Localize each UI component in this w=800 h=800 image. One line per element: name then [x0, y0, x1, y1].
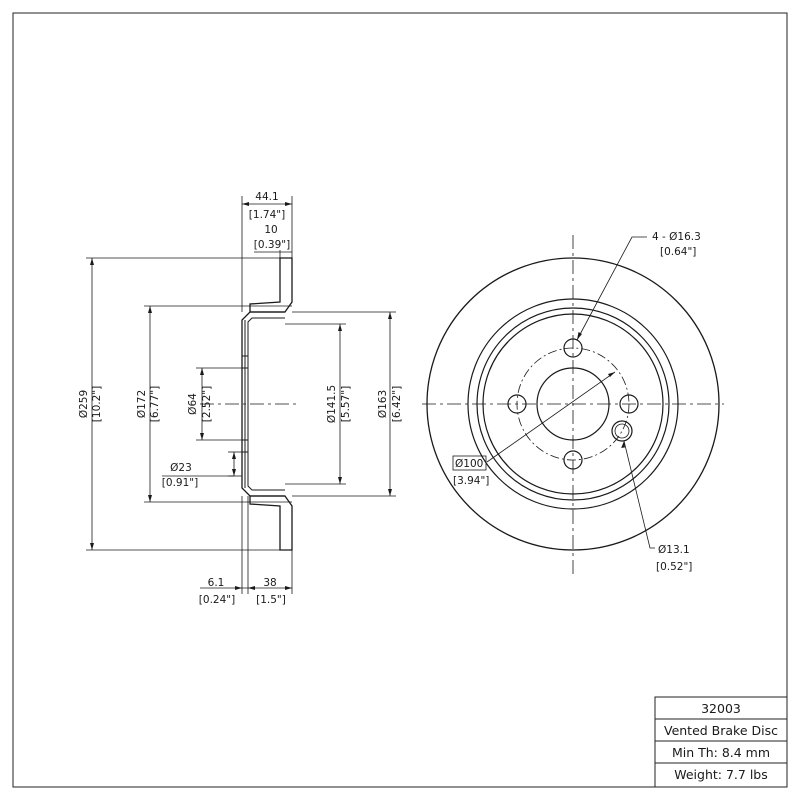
friction-ring-lower [249, 495, 293, 551]
friction-ring-upper [249, 257, 293, 313]
dim-outer-diameter: Ø259 [78, 390, 90, 418]
part-weight: Weight: 7.7 lbs [674, 767, 768, 782]
front-view-labels: 4 - Ø16.3 [0.64"] Ø100 [3.94"] Ø13.1 [0.… [453, 231, 701, 573]
part-description: Vented Brake Disc [664, 723, 778, 738]
dim-hat-wall-inch: [0.24"] [199, 594, 235, 606]
min-thickness: Min Th: 8.4 mm [672, 745, 770, 760]
dim-hat-diameter-inch: [6.77"] [149, 386, 161, 422]
dim-width-total-inch: [1.74"] [249, 209, 285, 221]
locator-hole [611, 420, 633, 442]
side-view-labels: 44.1 [1.74"] 10 [0.39"] Ø259 [10.2"] Ø17… [78, 191, 403, 606]
front-view [422, 235, 724, 578]
dim-locator-hole-inch: [0.52"] [656, 561, 692, 573]
hat-wall-inner [247, 317, 285, 491]
dim-outer-diameter-inch: [10.2"] [91, 386, 103, 422]
leader-bolt-circle [486, 371, 616, 463]
front-arrowheads [577, 332, 625, 448]
locator-hole-inner [614, 423, 630, 439]
title-block: 32003 Vented Brake Disc Min Th: 8.4 mm W… [654, 696, 788, 788]
title-block-frame [654, 696, 788, 788]
side-arrowheads [90, 202, 392, 590]
side-dimension-lines [86, 196, 396, 594]
dim-outer-hat-diameter-inch: [6.42"] [391, 386, 403, 422]
leader-locator-hole [623, 440, 655, 549]
dim-center-bore: Ø64 [187, 393, 199, 415]
dim-friction-thickness: 10 [264, 224, 277, 236]
dim-inner-hat-diameter-inch: [5.57"] [340, 386, 352, 422]
side-view [86, 196, 396, 594]
leader-bolt-holes [576, 236, 647, 341]
dim-locator-hole: Ø13.1 [658, 544, 690, 556]
sheet-border [12, 12, 788, 788]
dim-inner-hat-diameter: Ø141.5 [326, 385, 338, 423]
dim-bolt-holes: 4 - Ø16.3 [652, 231, 701, 243]
dim-outer-hat-diameter: Ø163 [377, 390, 389, 418]
dim-friction-thickness-inch: [0.39"] [254, 239, 290, 251]
part-number: 32003 [701, 701, 741, 716]
dim-hat-height-inch: [1.5"] [256, 594, 286, 606]
dim-hat-height: 38 [263, 577, 276, 589]
hat-wall-outer [241, 311, 285, 497]
dim-bolt-circle: Ø100 [455, 458, 483, 470]
bolt-circle-label-box [452, 455, 487, 471]
dim-hat-diameter: Ø172 [136, 390, 148, 418]
dim-bolt-holes-inch: [0.64"] [660, 246, 696, 258]
dim-pilot-diameter: Ø23 [170, 462, 192, 474]
bore-step [242, 355, 248, 453]
dim-width-total: 44.1 [255, 191, 278, 203]
dim-hat-wall: 6.1 [208, 577, 225, 589]
dim-center-bore-inch: [2.52"] [201, 386, 213, 422]
bolt-hole-right [619, 394, 639, 414]
dim-pilot-diameter-inch: [0.91"] [162, 477, 198, 489]
dim-bolt-circle-inch: [3.94"] [453, 475, 489, 487]
